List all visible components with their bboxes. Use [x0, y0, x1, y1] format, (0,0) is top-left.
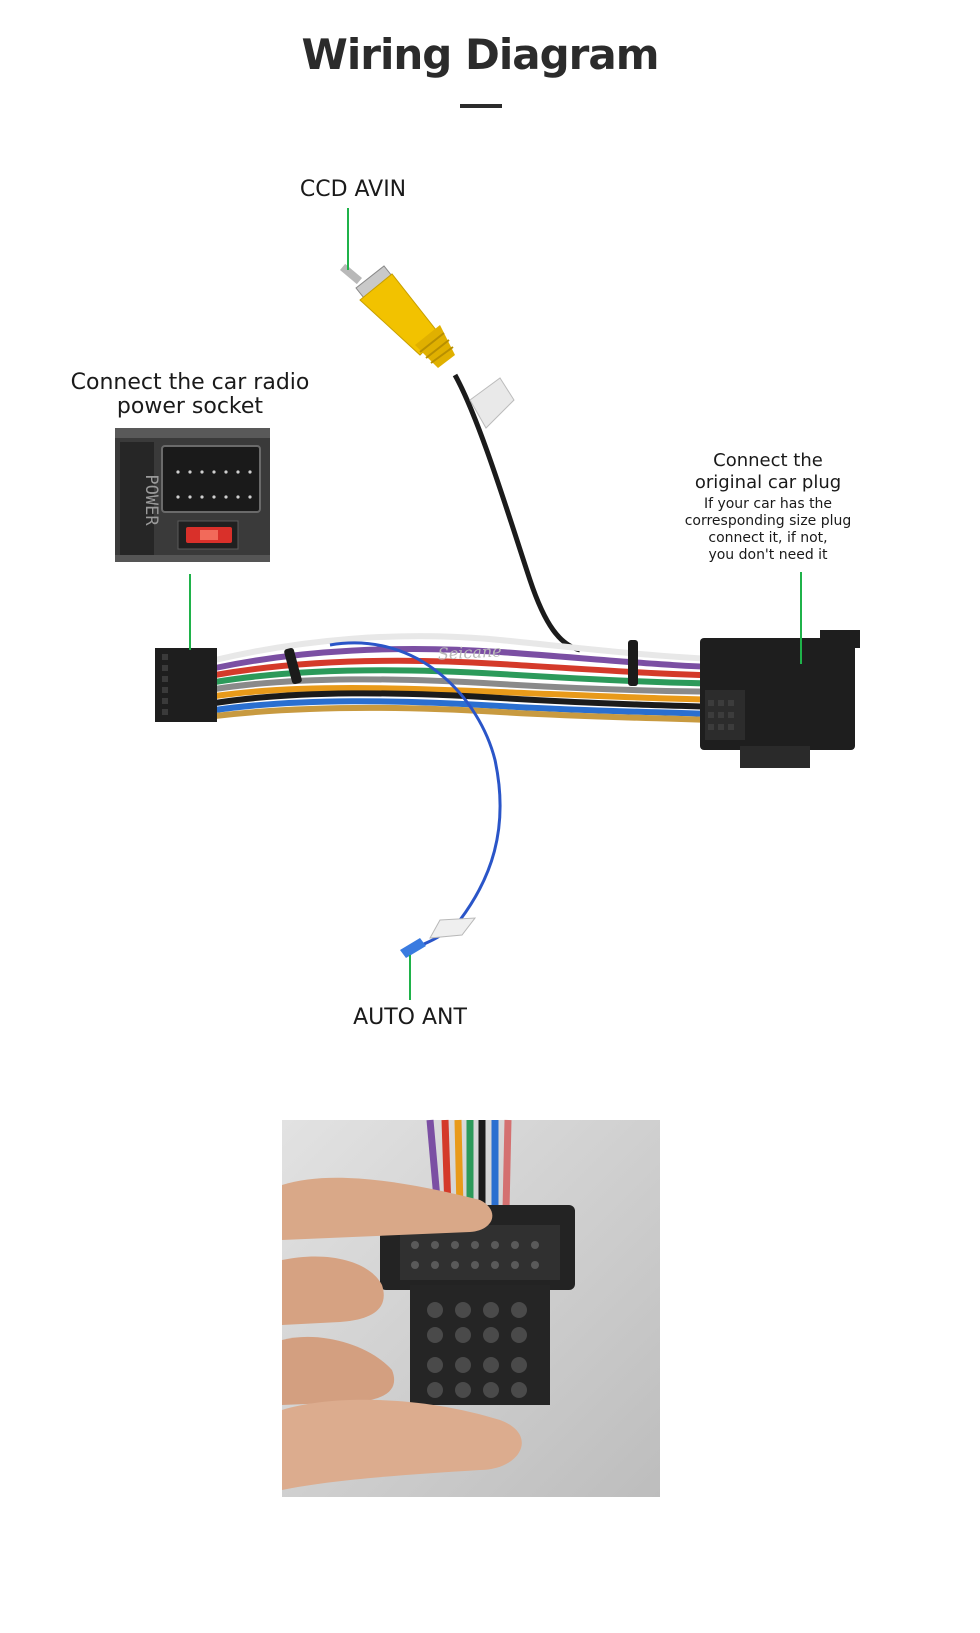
ccd-avin-pointer	[347, 208, 349, 270]
auto-ant-pointer	[409, 955, 411, 1000]
original-plug-pointer	[800, 572, 802, 664]
brand-text: Seicane	[437, 641, 502, 663]
cable-tag	[469, 377, 515, 429]
plug-photo	[282, 1119, 660, 1497]
original-plug-note3: connect it, if not,	[708, 530, 828, 546]
antenna-tag	[429, 917, 477, 939]
ccd-avin-label: CCD AVIN	[299, 177, 407, 202]
page-title: Wiring Diagram	[301, 30, 660, 79]
cable-tie	[284, 647, 302, 685]
original-plug-line2: original car plug	[694, 472, 842, 493]
title-underline	[460, 104, 502, 108]
power-text: POWER	[141, 474, 161, 526]
antenna-tip	[400, 938, 426, 958]
rca-connector	[340, 263, 455, 368]
original-plug-note2: corresponding size plug	[684, 513, 852, 529]
cable-tie	[628, 640, 638, 686]
power-socket-pointer	[189, 574, 191, 650]
left-connector	[155, 648, 217, 722]
original-plug-line1: Connect the	[713, 450, 823, 471]
original-plug-note4: you don't need it	[708, 547, 828, 563]
power-socket-label-line2: power socket	[116, 394, 264, 419]
auto-ant-label: AUTO ANT	[353, 1005, 467, 1030]
original-plug-label: Connect the original car plug If your ca…	[672, 450, 864, 564]
right-connector	[700, 630, 860, 768]
power-socket-label-line1: Connect the car radio	[70, 370, 310, 395]
original-plug-note1: If your car has the	[703, 496, 833, 512]
avin-cable	[452, 373, 581, 653]
power-socket-photo	[115, 428, 270, 562]
